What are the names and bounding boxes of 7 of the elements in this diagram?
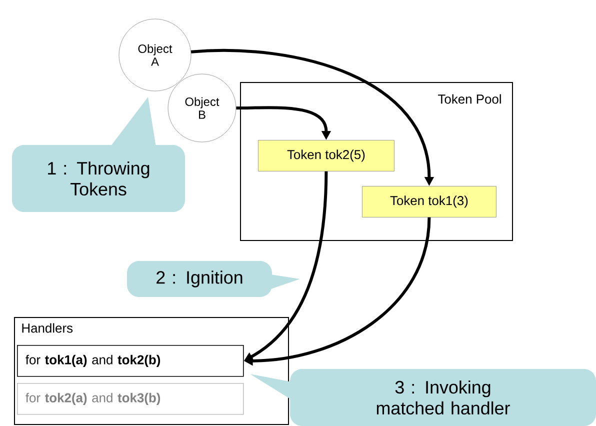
handler-box: for tok1(a) and tok2(b) — [17, 345, 244, 377]
token-box: Token tok1(3) — [362, 186, 496, 218]
speech-bubble: 2 : Ignition — [127, 261, 300, 297]
token-box: Token tok2(5) — [258, 140, 394, 172]
handler-box: for tok2(a) and tok3(b) — [17, 383, 244, 415]
speech-bubble: 1 : Throwing Tokens — [12, 97, 185, 212]
speech-bubble: 3 : Invoking matched handler — [250, 369, 596, 426]
